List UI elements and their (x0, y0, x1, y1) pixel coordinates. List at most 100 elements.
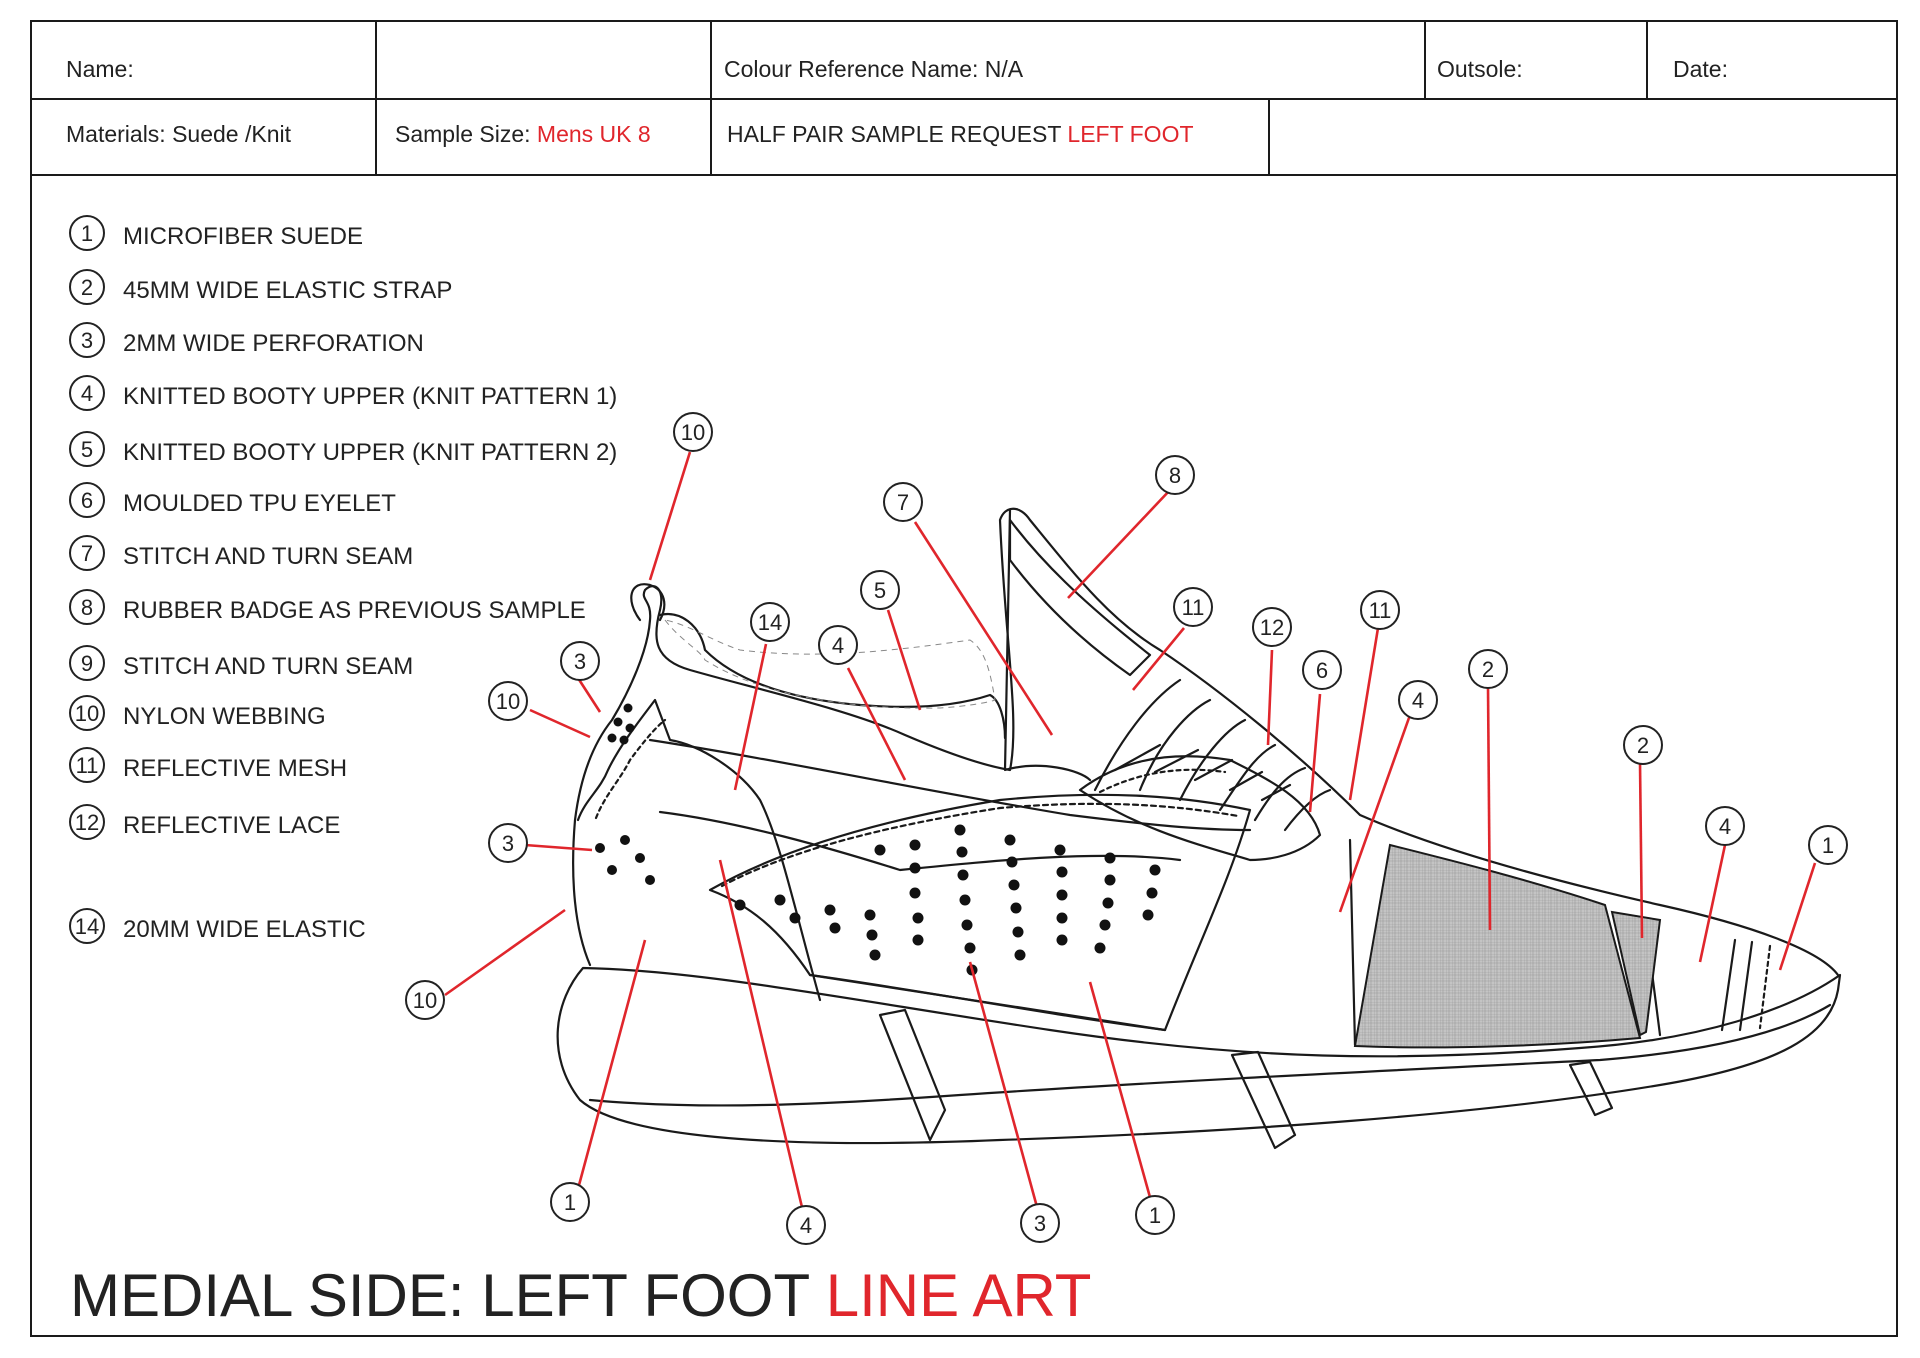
mid-panel-line (658, 810, 1182, 872)
callout-label: 3 (1034, 1211, 1046, 1236)
legend-text: REFLECTIVE MESH (123, 755, 348, 782)
callout-label: 4 (1412, 688, 1424, 713)
perforations (595, 703, 1161, 976)
callout-label: 1 (564, 1190, 576, 1215)
legend-number: 6 (69, 482, 105, 518)
sole-cutout (1230, 1050, 1297, 1150)
legend-text: 20MM WIDE ELASTIC (123, 916, 366, 943)
lace (1283, 788, 1332, 832)
legend-number: 5 (69, 431, 105, 467)
collar-knit-fill (663, 619, 996, 709)
legend-text: STITCH AND TURN SEAM (123, 543, 414, 570)
name-label: Name: (66, 56, 134, 82)
legend-number: 10 (69, 695, 105, 731)
callout-leaders (444, 451, 1817, 1221)
header-bottom-border (30, 174, 1898, 176)
legend-number: 11 (69, 747, 105, 783)
header-col-divider (1424, 20, 1426, 98)
callout-label: 2 (1637, 733, 1649, 758)
elastic-strap-fill (1353, 843, 1642, 1049)
legend-text: KNITTED BOOTY UPPER (KNIT PATTERN 2) (123, 439, 618, 466)
callout-label: 3 (574, 649, 586, 674)
lace (1138, 698, 1212, 792)
request-label: HALF PAIR SAMPLE REQUEST (727, 121, 1068, 147)
forefoot-seam (1348, 838, 1357, 1047)
legend-text: KNITTED BOOTY UPPER (KNIT PATTERN 1) (123, 383, 618, 410)
callout-labels: 10 8 7 11 12 11 6 2 5 14 4 4 2 4 1 3 10 … (413, 420, 1834, 1238)
request-value: LEFT FOOT (1067, 121, 1194, 147)
legend-text: MICROFIBER SUEDE (123, 223, 364, 250)
legend-text: 2MM WIDE PERFORATION (123, 330, 424, 357)
midsole-line (588, 1003, 1832, 1107)
legend-text: RUBBER BADGE AS PREVIOUS SAMPLE (123, 597, 586, 624)
elastic-strap-fill (1610, 910, 1662, 1037)
legend-text: MOULDED TPU EYELET (123, 490, 396, 517)
toe-cap-seam (1738, 940, 1754, 1032)
legend-number: 7 (69, 535, 105, 571)
callout-label: 1 (1149, 1203, 1161, 1228)
tongue (1003, 508, 1092, 782)
title-accent: LINE ART (825, 1262, 1092, 1329)
callout-label: 1 (1822, 833, 1834, 858)
sample-size-value: Mens UK 8 (536, 121, 651, 147)
callout-label: 4 (832, 633, 844, 658)
callout-label: 8 (1169, 463, 1181, 488)
callout-label: 12 (1260, 615, 1284, 640)
colour-reference: Colour Reference Name: N/A (724, 56, 1024, 82)
legend-number: 2 (69, 269, 105, 305)
legend-text: REFLECTIVE LACE (123, 812, 341, 839)
header-col-divider (1646, 20, 1648, 98)
header-col-divider (1268, 98, 1270, 176)
date-label: Date: (1673, 56, 1728, 82)
lace (1093, 678, 1182, 792)
callout-label: 11 (1369, 598, 1392, 623)
legend-number: 3 (69, 322, 105, 358)
sample-size: Sample Size: Mens UK 8 (395, 123, 651, 146)
toe-cap-seam (1758, 944, 1772, 1030)
toe-cap-seam (1720, 938, 1737, 1032)
lace (1253, 766, 1307, 822)
legend-number: 8 (69, 589, 105, 625)
legend-text: NYLON WEBBING (123, 703, 326, 730)
callout-label: 10 (681, 420, 705, 445)
header-row-divider (30, 98, 1898, 100)
header-col-divider (375, 20, 377, 176)
upper-outline (572, 507, 1840, 977)
legend-number: 4 (69, 375, 105, 411)
sole-cutout (878, 1008, 947, 1142)
lace (1113, 743, 1292, 802)
callout-label: 3 (502, 831, 514, 856)
callout-label: 14 (758, 610, 782, 635)
callout-label: 4 (1719, 814, 1731, 839)
spec-sheet-frame (30, 20, 1898, 1337)
callout-label: 2 (1482, 657, 1494, 682)
legend-number: 1 (69, 215, 105, 251)
sole-cutout (1568, 1060, 1614, 1117)
callout-label: 10 (413, 988, 437, 1013)
legend-text: STITCH AND TURN SEAM (123, 653, 414, 680)
callout-label: 11 (1182, 595, 1205, 620)
callout-label: 6 (1316, 658, 1328, 683)
header-table (30, 20, 1898, 176)
callout-label: 5 (874, 578, 886, 603)
sample-size-label: Sample Size: (395, 121, 537, 147)
legend-number: 14 (69, 908, 105, 944)
header-col-divider (710, 20, 712, 176)
outsole-label: Outsole: (1437, 56, 1523, 82)
lace (1178, 718, 1247, 802)
outsole-outline (556, 966, 1842, 1145)
callout-label: 4 (800, 1213, 812, 1238)
legend-number: 12 (69, 804, 105, 840)
heel-counter (576, 698, 822, 1002)
rubber-badge (1008, 518, 1152, 677)
callout-label: 7 (897, 490, 909, 515)
lower-panel-seam (808, 973, 1167, 1032)
legend-number: 9 (69, 645, 105, 681)
materials-label: Materials: Suede /Knit (66, 121, 292, 147)
callout-markers (405, 412, 1848, 1245)
lace (1218, 743, 1277, 812)
callout-label: 10 (496, 689, 520, 714)
eyelet-panel (1078, 755, 1322, 862)
eyelet-panel-stitch (1098, 768, 1227, 794)
